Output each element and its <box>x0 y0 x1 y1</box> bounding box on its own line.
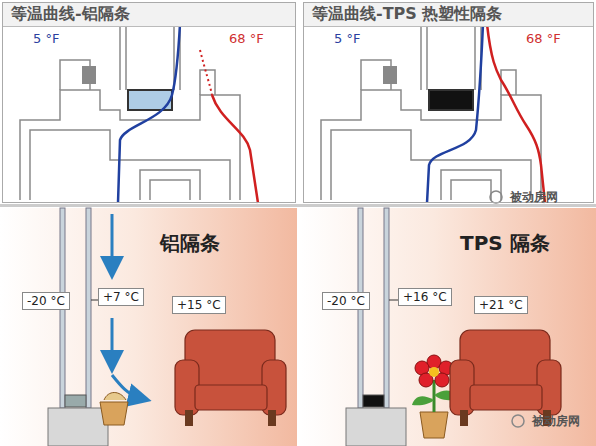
panel: TPS 隔条 -20 °C +16 °C +21 °C <box>300 208 596 446</box>
temperature-box: +7 °C <box>98 288 144 306</box>
temperature-label: 5 °F <box>33 31 59 46</box>
panel: 等温曲线-TPS 热塑性隔条 5 °F 68 °F <box>303 2 594 203</box>
temperature-label: 68 °F <box>526 31 561 46</box>
panel: 铝隔条 -20 °C +7 °C +15 °C <box>0 208 297 446</box>
temperature-box: -20 °C <box>22 292 70 310</box>
temperature-box: +16 °C <box>398 288 452 306</box>
panel-title: TPS 隔条 <box>460 230 550 257</box>
window-scene <box>300 208 596 446</box>
temperature-label: +7 °C <box>103 290 139 304</box>
temperature-box: -20 °C <box>322 292 370 310</box>
wechat-icon <box>490 191 502 203</box>
temperature-box: +21 °C <box>474 296 528 314</box>
temperature-label: -20 °C <box>27 294 65 308</box>
panel-title: 等温曲线-铝隔条 <box>3 3 295 27</box>
window-scene <box>0 208 297 446</box>
wechat-icon <box>512 415 524 427</box>
temperature-label: +16 °C <box>403 290 447 304</box>
watermark: 被动房网 <box>510 189 558 206</box>
window-profile <box>303 2 593 203</box>
panel: 等温曲线-铝隔条 5 °F 68 °F <box>2 2 296 203</box>
watermark: 被动房网 <box>532 413 580 430</box>
temperature-label: +21 °C <box>479 298 523 312</box>
temperature-label: 5 °F <box>334 31 360 46</box>
panel-title: 等温曲线-TPS 热塑性隔条 <box>304 3 593 27</box>
panel-title: 铝隔条 <box>160 230 220 257</box>
temperature-box: +15 °C <box>172 296 226 314</box>
window-profile <box>2 2 296 203</box>
temperature-label: -20 °C <box>327 294 365 308</box>
temperature-label: 68 °F <box>229 31 264 46</box>
temperature-label: +15 °C <box>177 298 221 312</box>
